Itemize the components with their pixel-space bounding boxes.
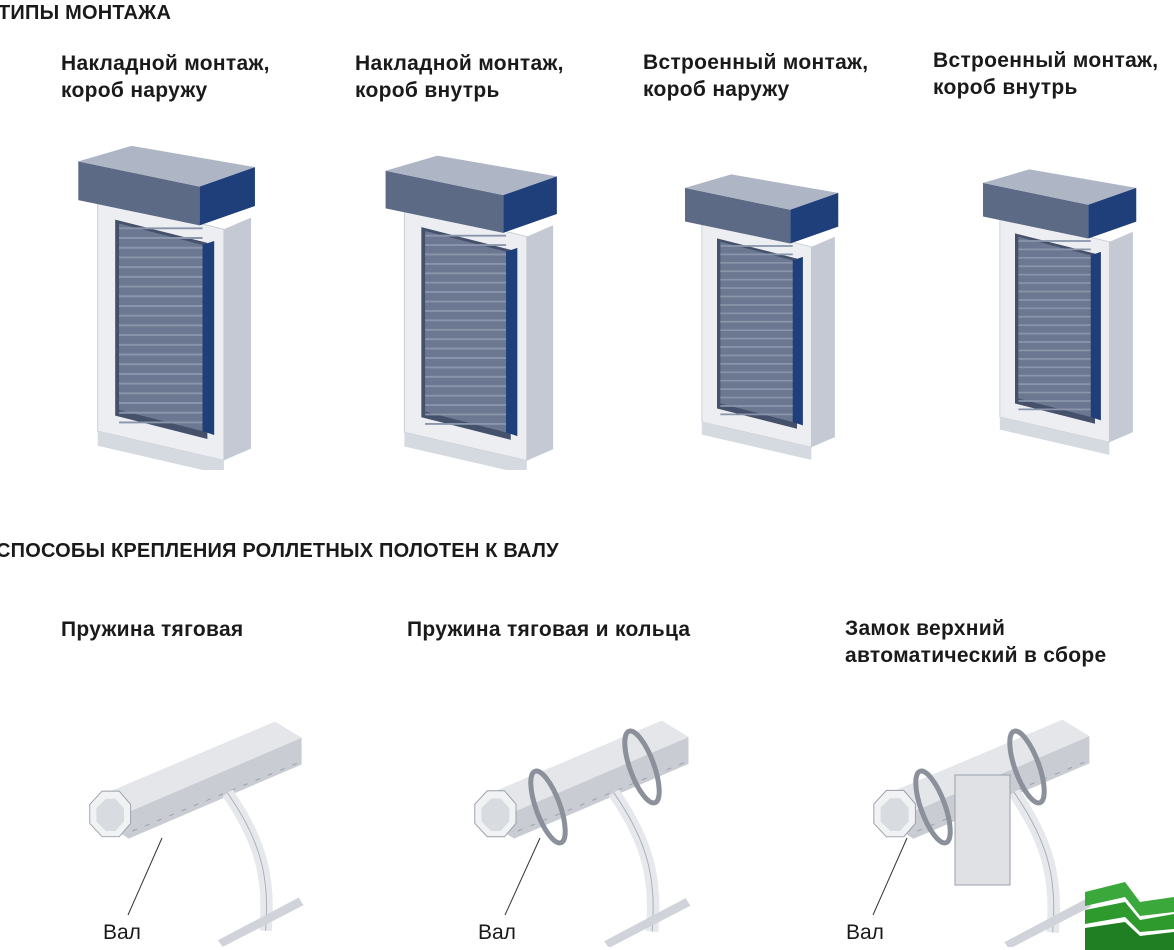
fastening-caption-1: Пружина тяговая: [61, 618, 244, 641]
mounting-caption-2: Накладной монтаж,короб внутрь: [355, 52, 564, 102]
mounting-caption-3: Встроенный монтаж,короб наружу: [643, 51, 869, 101]
mounting-caption-4: Встроенный монтаж,короб внутрь: [933, 49, 1159, 99]
mounting-caption-1: Накладной монтаж,короб наружу: [61, 52, 270, 102]
fastening-caption-2: Пружина тяговая и кольца: [407, 618, 691, 641]
shaft-label-2: Вал: [478, 921, 516, 944]
section-title-fastening: СПОСОБЫ КРЕПЛЕНИЯ РОЛЛЕТНЫХ ПОЛОТЕН К ВА…: [0, 540, 559, 562]
section-title-mounting: ТИПЫ МОНТАЖА: [0, 2, 172, 24]
shaft-spring-rings-image: [470, 715, 700, 947]
shaft-label-3: Вал: [846, 921, 884, 944]
shaft-label-1: Вал: [103, 921, 141, 944]
shaft-upper-lock-image: [855, 715, 1115, 947]
company-logo-icon: [1085, 882, 1174, 950]
